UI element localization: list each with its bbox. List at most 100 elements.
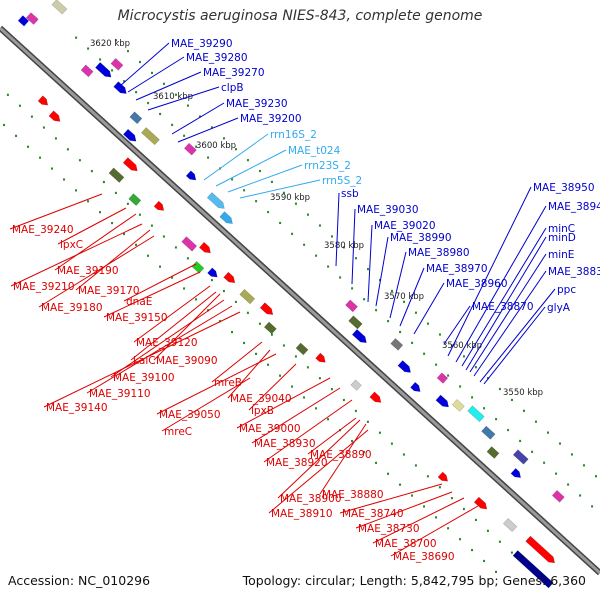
track-tick xyxy=(183,287,186,290)
track-tick xyxy=(399,483,402,486)
gene-feature xyxy=(345,299,358,313)
track-tick xyxy=(315,254,318,257)
track-tick xyxy=(498,387,501,391)
track-tick xyxy=(495,418,498,421)
track-tick xyxy=(531,450,534,453)
track-tick xyxy=(438,486,441,489)
track-tick xyxy=(222,137,225,140)
track-tick xyxy=(486,529,489,532)
track-tick xyxy=(366,268,369,271)
leader-line xyxy=(123,263,197,302)
leader-line xyxy=(161,377,251,432)
track-tick xyxy=(303,396,306,399)
track-tick xyxy=(3,123,6,127)
track-tick xyxy=(6,93,9,96)
track-tick xyxy=(330,235,333,238)
leader-line xyxy=(10,223,143,287)
track-tick xyxy=(162,235,165,238)
track-tick xyxy=(414,311,417,314)
track-tick xyxy=(447,527,450,530)
gene-label: ssb xyxy=(341,188,359,200)
gene-label: minC xyxy=(548,223,575,235)
scale-label: 3550 kbp xyxy=(503,388,543,398)
track-tick xyxy=(591,505,594,508)
gene-feature xyxy=(239,288,256,305)
track-tick xyxy=(495,570,498,573)
gene-feature xyxy=(263,321,277,335)
gene-label: MAE_38890 xyxy=(310,449,372,461)
track-tick xyxy=(426,475,429,478)
track-tick xyxy=(351,287,354,290)
leader-line xyxy=(390,505,479,557)
gene-label: minD xyxy=(548,232,576,244)
feature-tracks xyxy=(3,0,597,589)
leader-line xyxy=(156,353,277,415)
gene-feature xyxy=(525,535,555,564)
gene-feature xyxy=(502,518,518,532)
track-tick xyxy=(474,518,477,522)
gene-label: MAE_39040 xyxy=(230,393,292,405)
leader-line xyxy=(38,235,155,308)
track-tick xyxy=(282,344,285,347)
track-tick xyxy=(210,126,213,129)
track-tick xyxy=(174,246,177,249)
track-tick xyxy=(378,278,381,282)
track-tick xyxy=(279,374,282,377)
track-tick xyxy=(438,333,441,336)
track-tick xyxy=(234,148,237,151)
track-tick xyxy=(447,374,450,377)
gene-feature xyxy=(181,236,198,252)
track-tick xyxy=(282,191,285,194)
gene-label: MAE_38950 xyxy=(533,182,595,194)
leader-line xyxy=(263,399,353,463)
gene-label: MAE_39090 xyxy=(156,355,218,367)
gene-label: MAE_38920 xyxy=(266,457,328,469)
track-tick xyxy=(150,224,153,227)
track-tick xyxy=(246,159,249,162)
track-tick xyxy=(378,431,381,434)
track-tick xyxy=(507,428,510,432)
track-tick xyxy=(567,483,570,486)
leader-line xyxy=(130,291,217,361)
track-tick xyxy=(435,516,438,519)
track-tick xyxy=(246,311,249,314)
track-tick xyxy=(534,420,537,423)
gene-label: MAE_39050 xyxy=(159,409,221,421)
gene-label: lpxB xyxy=(251,405,274,417)
track-tick xyxy=(411,341,414,344)
genome-backbone xyxy=(0,25,600,576)
leader-line xyxy=(465,236,547,371)
track-tick xyxy=(135,91,138,94)
track-tick xyxy=(315,407,318,410)
gene-label: MAE_38870 xyxy=(472,301,534,313)
track-tick xyxy=(426,322,429,325)
leader-line xyxy=(248,363,297,411)
track-tick xyxy=(306,213,309,216)
track-tick xyxy=(207,156,210,159)
track-tick xyxy=(363,298,366,301)
gene-feature xyxy=(95,62,112,78)
gene-label: MAE_39280 xyxy=(186,52,248,64)
track-tick xyxy=(402,300,405,303)
track-tick xyxy=(435,363,438,366)
track-tick xyxy=(63,178,66,181)
track-tick xyxy=(159,265,162,268)
leader-line xyxy=(351,208,356,285)
gene-label: rrn23S_2 xyxy=(304,160,351,172)
gene-feature xyxy=(435,394,449,408)
gene-feature xyxy=(185,170,197,181)
gene-feature xyxy=(473,496,488,510)
leader-line xyxy=(57,207,127,245)
track-tick xyxy=(138,60,141,64)
track-tick xyxy=(135,243,138,246)
track-tick xyxy=(243,189,246,192)
gene-label: MAE_38690 xyxy=(393,551,455,563)
leader-line xyxy=(355,491,453,529)
leader-line xyxy=(479,288,556,383)
track-tick xyxy=(522,409,525,412)
gene-label: MAE_39140 xyxy=(46,402,108,414)
gene-label: ppc xyxy=(557,284,576,296)
track-tick xyxy=(510,551,513,554)
leader-line xyxy=(203,133,269,181)
